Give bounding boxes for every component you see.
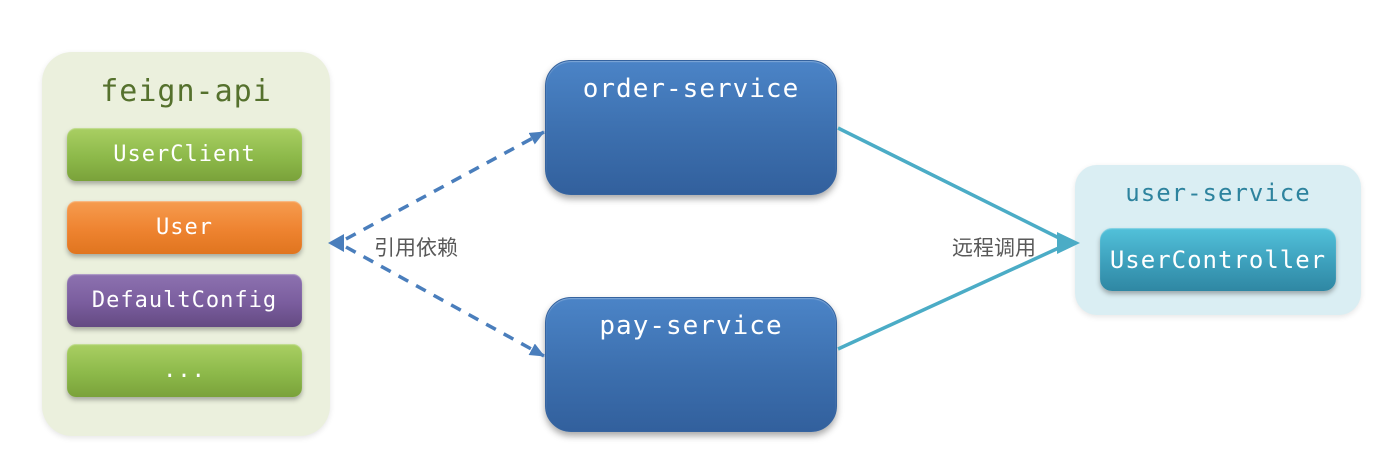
order-service-box: order-service	[545, 60, 837, 195]
module-userclient-label: UserClient	[113, 142, 256, 167]
dependency-arrowhead-feign-api	[328, 234, 344, 252]
pay-service-box: pay-service	[545, 297, 837, 432]
pay-service-label: pay-service	[599, 311, 783, 341]
module-userclient: UserClient	[67, 128, 302, 181]
module-defaultconfig-label: DefaultConfig	[91, 288, 278, 313]
order-service-label: order-service	[582, 74, 800, 104]
module-ellipsis-label: ...	[163, 358, 206, 383]
remote-call-line-order-service	[837, 126, 1064, 242]
user-service-title: user-service	[1125, 179, 1311, 207]
feign-api-title: feign-api	[100, 74, 272, 109]
module-user-label: User	[156, 215, 213, 240]
module-user: User	[67, 201, 302, 254]
usercontroller-label: UserController	[1109, 245, 1327, 274]
remote-call-edge-label: 远程调用	[952, 237, 1036, 260]
dependency-arrow-order-service	[345, 130, 545, 241]
usercontroller-box: UserController	[1100, 228, 1336, 291]
module-ellipsis: ...	[67, 344, 302, 397]
user-service-group: user-service UserController	[1075, 165, 1361, 315]
feign-api-group: feign-api UserClient User DefaultConfig …	[42, 52, 330, 436]
module-defaultconfig: DefaultConfig	[67, 274, 302, 327]
dependency-edge-label: 引用依赖	[374, 237, 458, 260]
dependency-arrow-pay-service	[345, 245, 545, 358]
